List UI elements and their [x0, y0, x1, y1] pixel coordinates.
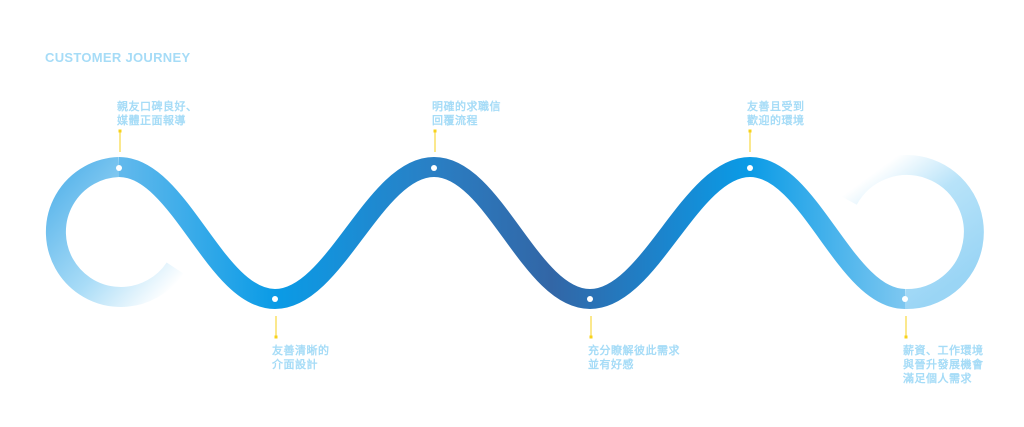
step-label: 薪資、工作環境 與晉升發展機會 滿足個人需求	[903, 344, 984, 385]
step-label: 親友口碑良好、 媒體正面報導	[117, 100, 198, 127]
step-dot	[272, 296, 278, 302]
step-label: 明確的求職信 回覆流程	[432, 100, 501, 127]
step-label: 友善且受到 歡迎的環境	[747, 100, 805, 127]
step-dot	[587, 296, 593, 302]
wave	[117, 156, 907, 310]
right-loop	[839, 155, 984, 310]
step-dot	[431, 165, 437, 171]
step-label: 友善清晰的 介面設計	[272, 344, 330, 371]
step-label: 充分瞭解彼此需求 並有好感	[588, 344, 680, 371]
diagram-title: CUSTOMER JOURNEY	[45, 50, 191, 65]
step-dot	[747, 165, 753, 171]
step-dot	[902, 296, 908, 302]
step-dot	[116, 165, 122, 171]
left-loop	[45, 157, 184, 307]
